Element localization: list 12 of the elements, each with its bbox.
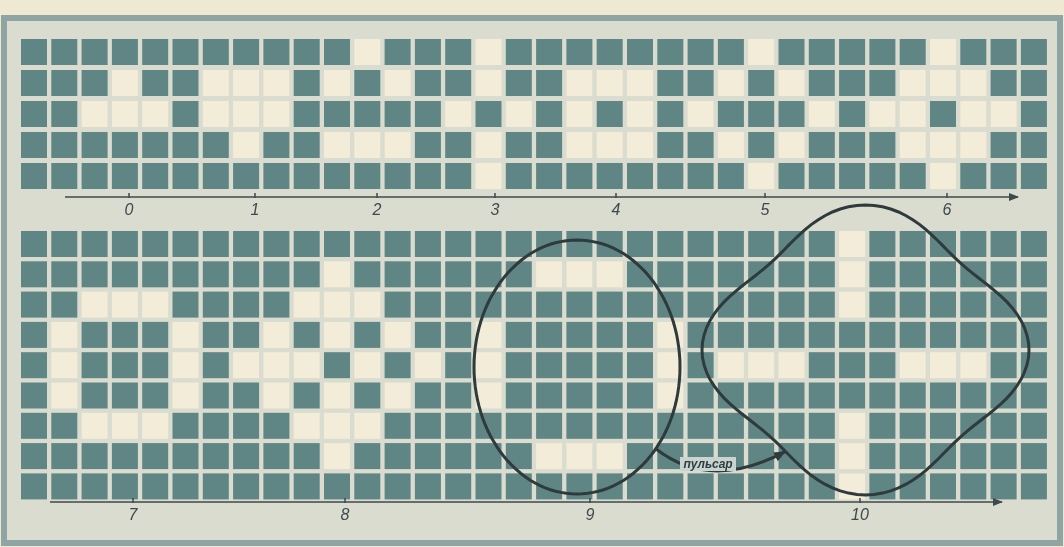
tick-label: 3 xyxy=(489,201,501,219)
tick-label: 1 xyxy=(249,201,261,219)
tick-label: 5 xyxy=(759,201,771,219)
tick-label: 0 xyxy=(123,201,135,219)
tick-label: 10 xyxy=(850,506,870,524)
circle-outline xyxy=(472,238,682,496)
tick-label: 2 xyxy=(371,201,383,219)
tick-label: 4 xyxy=(610,201,622,219)
tick-label: 9 xyxy=(584,506,596,524)
tick-label: 6 xyxy=(941,201,953,219)
tick-label: 7 xyxy=(127,506,139,524)
tick-label: 8 xyxy=(339,506,351,524)
